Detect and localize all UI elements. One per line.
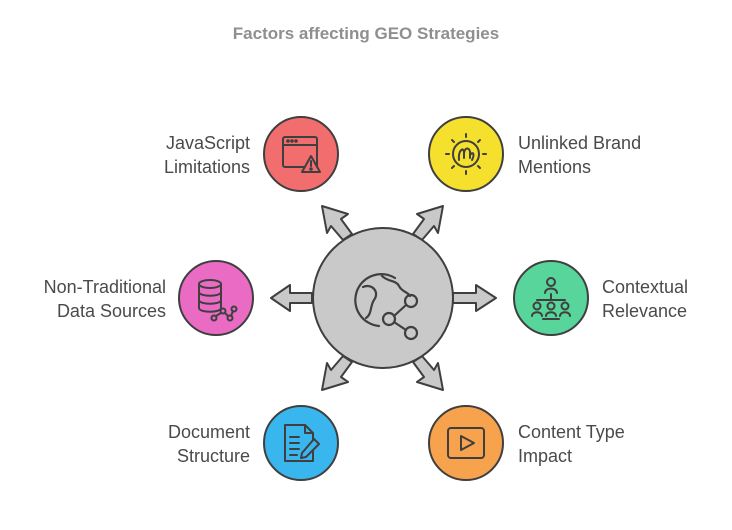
factor-circle-content bbox=[428, 405, 504, 481]
factor-circle-document bbox=[263, 405, 339, 481]
factor-label-content-type-impact: Content Type Impact bbox=[518, 420, 625, 468]
factor-circle-unlinked bbox=[428, 116, 504, 192]
factor-label-line: JavaScript bbox=[165, 133, 250, 153]
factor-label-document-structure: Document Structure bbox=[168, 420, 250, 468]
factor-label-line: Mentions bbox=[518, 157, 592, 177]
arrow-up-right bbox=[412, 205, 444, 241]
arrow-down-right bbox=[412, 355, 444, 391]
database-network-icon bbox=[198, 279, 238, 322]
brand-mention-badge-icon bbox=[445, 133, 487, 175]
factor-label-contextual-relevance: Contextual Relevance bbox=[602, 275, 688, 323]
factor-label-line: Data Sources bbox=[56, 301, 166, 321]
factor-label-unlinked-brand-mentions: Unlinked Brand Mentions bbox=[518, 131, 641, 179]
arrow-down-left bbox=[321, 355, 353, 391]
factor-label-line: Structure bbox=[176, 446, 250, 466]
factor-label-line: Document bbox=[167, 422, 250, 442]
factor-label-non-traditional-data-sources: Non-Traditional Data Sources bbox=[44, 275, 166, 323]
factor-label-line: Contextual bbox=[602, 277, 689, 297]
factor-label-javascript-limitations: JavaScript Limitations bbox=[164, 131, 250, 179]
hierarchy-people-icon bbox=[531, 277, 571, 320]
factor-label-line: Unlinked Brand bbox=[518, 133, 642, 153]
factor-label-line: Non-Traditional bbox=[43, 277, 166, 297]
factor-label-line: Relevance bbox=[602, 301, 688, 321]
document-edit-icon bbox=[284, 424, 320, 462]
central-hub bbox=[312, 227, 454, 369]
arrow-right bbox=[452, 284, 497, 312]
diagram-title: Factors affecting GEO Strategies bbox=[232, 24, 500, 43]
factor-circle-javascript bbox=[263, 116, 339, 192]
video-play-icon bbox=[447, 427, 485, 459]
factor-label-line: Limitations bbox=[163, 157, 250, 177]
arrow-up-left bbox=[321, 205, 353, 241]
arrow-left bbox=[270, 284, 313, 312]
globe-network-icon bbox=[354, 273, 419, 341]
factor-label-line: Impact bbox=[518, 446, 573, 466]
browser-warning-icon bbox=[282, 136, 321, 173]
factor-label-line: Content Type bbox=[518, 422, 625, 442]
factor-circle-nontraditional bbox=[178, 260, 254, 336]
